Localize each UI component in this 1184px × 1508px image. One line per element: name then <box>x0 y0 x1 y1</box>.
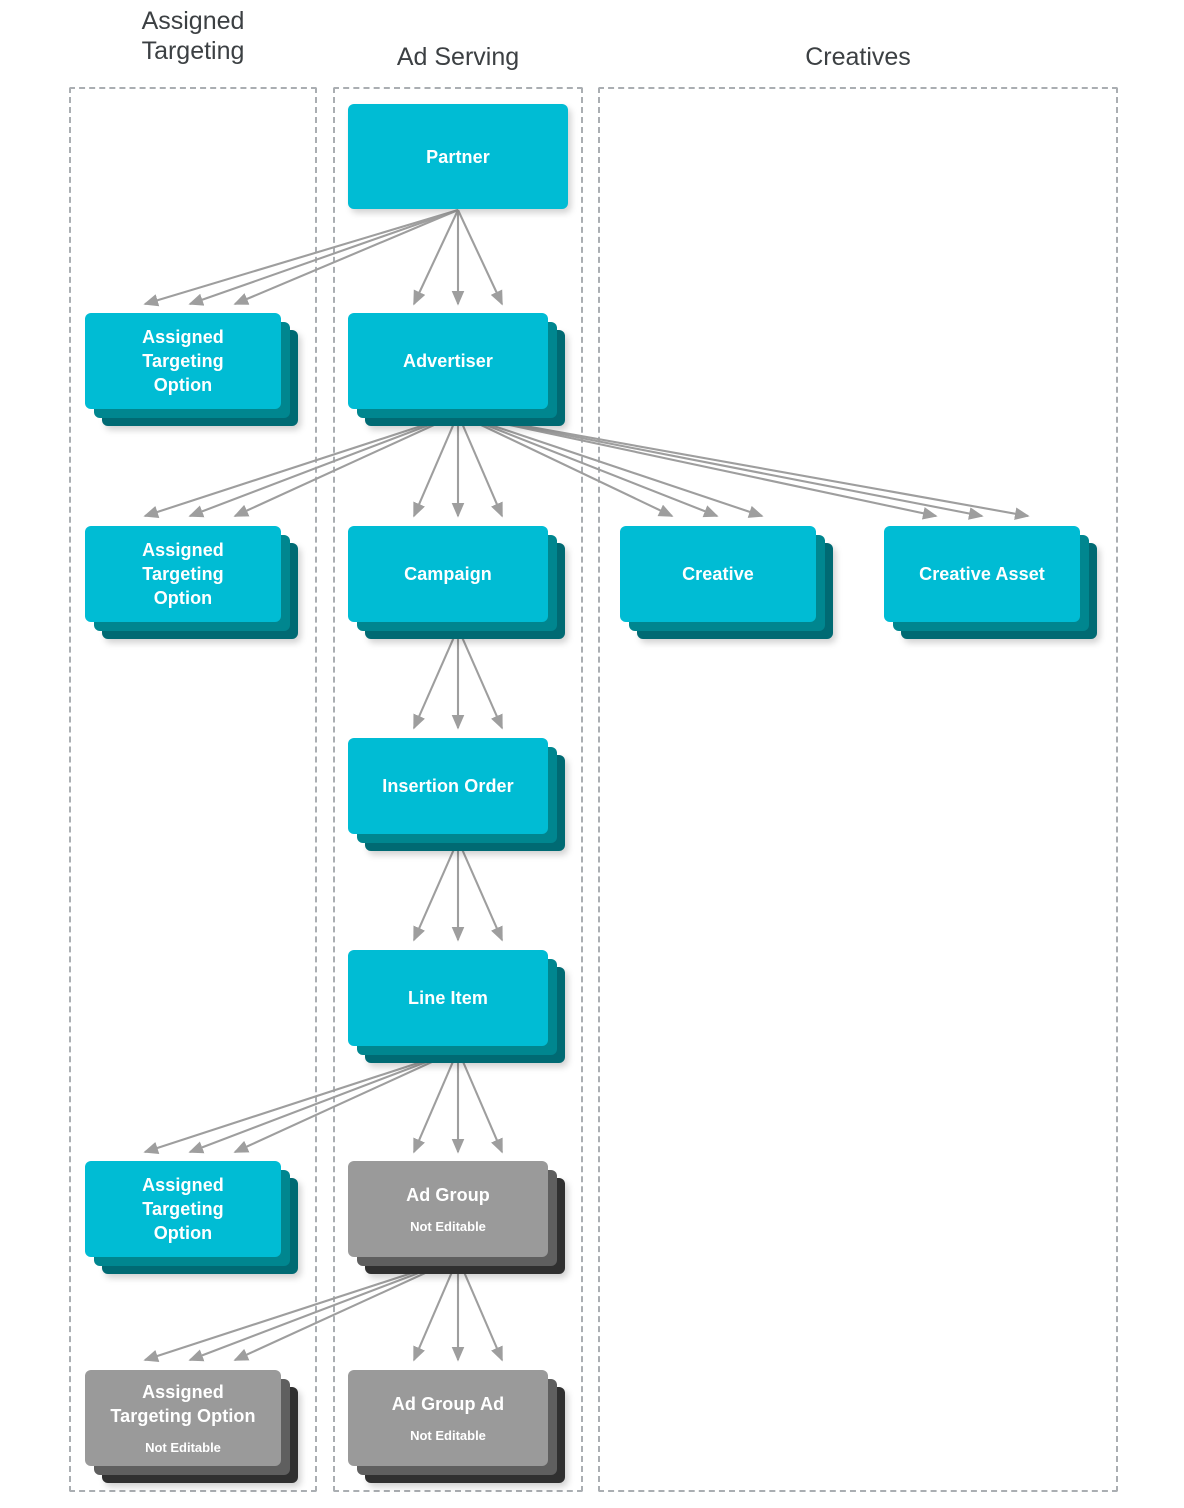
node-assigned-targeting-option-advertiser-title: Assigned Targeting Option <box>142 540 224 608</box>
column-header-ad-serving: Ad Serving <box>396 43 520 71</box>
column-box-creatives <box>598 87 1118 1492</box>
node-assigned-targeting-option-adgroup-not-editable-label: Not Editable <box>145 1440 221 1455</box>
node-line-item-face: Line Item <box>348 950 548 1046</box>
node-assigned-targeting-option-partner-title: Assigned Targeting Option <box>142 327 224 395</box>
node-assigned-targeting-option-advertiser[interactable]: Assigned Targeting Option <box>85 526 298 639</box>
node-ad-group-face: Ad Group Not Editable <box>348 1161 548 1257</box>
node-campaign[interactable]: Campaign <box>348 526 565 639</box>
node-ad-group-not-editable-label: Not Editable <box>410 1219 486 1234</box>
node-ad-group-title: Ad Group <box>406 1185 490 1205</box>
node-line-item[interactable]: Line Item <box>348 950 565 1063</box>
node-campaign-title: Campaign <box>404 564 492 584</box>
node-creative-asset-face: Creative Asset <box>884 526 1080 622</box>
node-advertiser[interactable]: Advertiser <box>348 313 565 426</box>
node-insertion-order[interactable]: Insertion Order <box>348 738 565 851</box>
node-assigned-targeting-option-lineitem-title: Assigned Targeting Option <box>142 1175 224 1243</box>
node-assigned-targeting-option-advertiser-face: Assigned Targeting Option <box>85 526 281 622</box>
column-box-ad-serving <box>333 87 583 1492</box>
node-partner-face: Partner <box>348 104 568 209</box>
node-assigned-targeting-option-lineitem-face: Assigned Targeting Option <box>85 1161 281 1257</box>
column-header-creatives: Creatives <box>805 43 911 71</box>
node-creative-face: Creative <box>620 526 816 622</box>
node-creative-asset[interactable]: Creative Asset <box>884 526 1097 639</box>
node-assigned-targeting-option-lineitem[interactable]: Assigned Targeting Option <box>85 1161 298 1274</box>
node-creative-asset-title: Creative Asset <box>919 564 1045 584</box>
node-insertion-order-face: Insertion Order <box>348 738 548 834</box>
node-advertiser-face: Advertiser <box>348 313 548 409</box>
node-creative[interactable]: Creative <box>620 526 833 639</box>
node-insertion-order-title: Insertion Order <box>382 776 514 796</box>
column-box-assigned-targeting <box>69 87 317 1492</box>
node-ad-group-ad-not-editable-label: Not Editable <box>410 1428 486 1443</box>
node-campaign-face: Campaign <box>348 526 548 622</box>
node-ad-group-ad-title: Ad Group Ad <box>391 1394 505 1414</box>
node-ad-group-ad[interactable]: Ad Group Ad Not Editable <box>348 1370 565 1483</box>
node-assigned-targeting-option-adgroup[interactable]: Assigned Targeting Option Not Editable <box>85 1370 298 1483</box>
node-partner-title: Partner <box>426 146 490 167</box>
node-partner[interactable]: Partner <box>348 104 568 209</box>
node-creative-title: Creative <box>682 564 754 584</box>
column-header-assigned-targeting: Assigned Targeting <box>141 7 245 65</box>
node-line-item-title: Line Item <box>408 988 488 1008</box>
node-assigned-targeting-option-adgroup-title: Assigned Targeting Option <box>110 1382 256 1426</box>
node-ad-group-ad-face: Ad Group Ad Not Editable <box>348 1370 548 1466</box>
node-ad-group[interactable]: Ad Group Not Editable <box>348 1161 565 1274</box>
node-assigned-targeting-option-adgroup-face: Assigned Targeting Option Not Editable <box>85 1370 281 1466</box>
node-assigned-targeting-option-partner[interactable]: Assigned Targeting Option <box>85 313 298 426</box>
node-advertiser-title: Advertiser <box>402 351 494 371</box>
node-assigned-targeting-option-partner-face: Assigned Targeting Option <box>85 313 281 409</box>
